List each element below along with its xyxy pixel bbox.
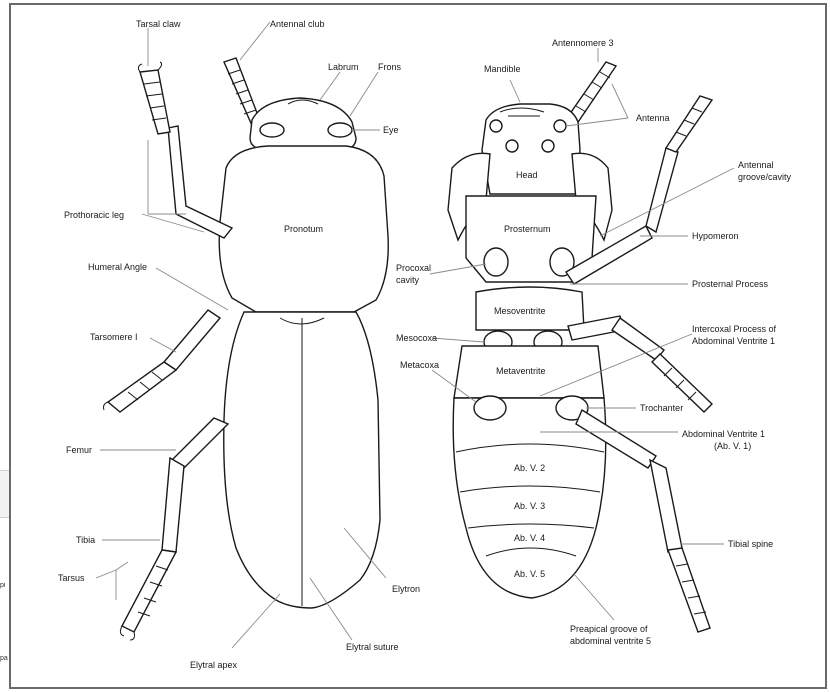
dorsal-middle-leg (104, 310, 221, 412)
label-abv4: Ab. V. 4 (514, 533, 545, 543)
label-abv3: Ab. V. 3 (514, 501, 545, 511)
ventral-metacoxa-left (474, 396, 506, 420)
label-preapical-2: abdominal ventrite 5 (570, 636, 651, 646)
label-metaventrite: Metaventrite (496, 366, 546, 376)
label-tibia: Tibia (76, 535, 95, 545)
label-pronotum: Pronotum (284, 224, 323, 234)
label-frons: Frons (378, 62, 402, 72)
ventral-beetle (448, 62, 712, 632)
label-abv2: Ab. V. 2 (514, 463, 545, 473)
label-mandible: Mandible (484, 64, 521, 74)
label-antenna: Antenna (636, 113, 670, 123)
label-abv5: Ab. V. 5 (514, 569, 545, 579)
label-eye: Eye (383, 125, 399, 135)
label-labrum: Labrum (328, 62, 359, 72)
label-humeral-angle: Humeral Angle (88, 262, 147, 272)
dorsal-right-eye (328, 123, 352, 137)
ventral-head (482, 104, 580, 194)
label-tarsomere-1: Tarsomere I (90, 332, 138, 342)
label-antennal-groove-2: groove/cavity (738, 172, 792, 182)
label-abv1-1: Abdominal Ventrite 1 (682, 429, 765, 439)
label-tarsus: Tarsus (58, 573, 85, 583)
label-prosternal-process: Prosternal Process (692, 279, 769, 289)
label-antennal-club: Antennal club (270, 19, 325, 29)
label-abv1-2: (Ab. V. 1) (714, 441, 751, 451)
label-mesoventrite: Mesoventrite (494, 306, 546, 316)
label-antennal-groove-1: Antennal (738, 160, 774, 170)
label-antennomere-3: Antennomere 3 (552, 38, 614, 48)
ventral-procoxa-left (484, 248, 508, 276)
ventral-mandible-left (490, 120, 502, 132)
label-preapical-1: Preapical groove of (570, 624, 648, 634)
ventral-mandible-right (554, 120, 566, 132)
label-tibial-spine: Tibial spine (728, 539, 773, 549)
label-tarsal-claw: Tarsal claw (136, 19, 181, 29)
label-procoxal-1: Procoxal (396, 263, 431, 273)
dorsal-left-eye (260, 123, 284, 137)
label-mesocoxa: Mesocoxa (396, 333, 437, 343)
label-intercoxal-1: Intercoxal Process of (692, 324, 777, 334)
label-prosternum: Prosternum (504, 224, 551, 234)
label-head: Head (516, 170, 538, 180)
dorsal-prothoracic-leg (138, 62, 232, 238)
label-prothoracic-leg: Prothoracic leg (64, 210, 124, 220)
label-intercoxal-2: Abdominal Ventrite 1 (692, 336, 775, 346)
label-metacoxa: Metacoxa (400, 360, 439, 370)
label-elytral-suture: Elytral suture (346, 642, 399, 652)
label-elytral-apex: Elytral apex (190, 660, 238, 670)
label-hypomeron: Hypomeron (692, 231, 739, 241)
label-procoxal-2: cavity (396, 275, 420, 285)
dorsal-hind-leg (120, 418, 228, 640)
label-femur: Femur (66, 445, 92, 455)
dorsal-beetle (104, 58, 389, 640)
label-trochanter: Trochanter (640, 403, 683, 413)
label-elytron: Elytron (392, 584, 420, 594)
